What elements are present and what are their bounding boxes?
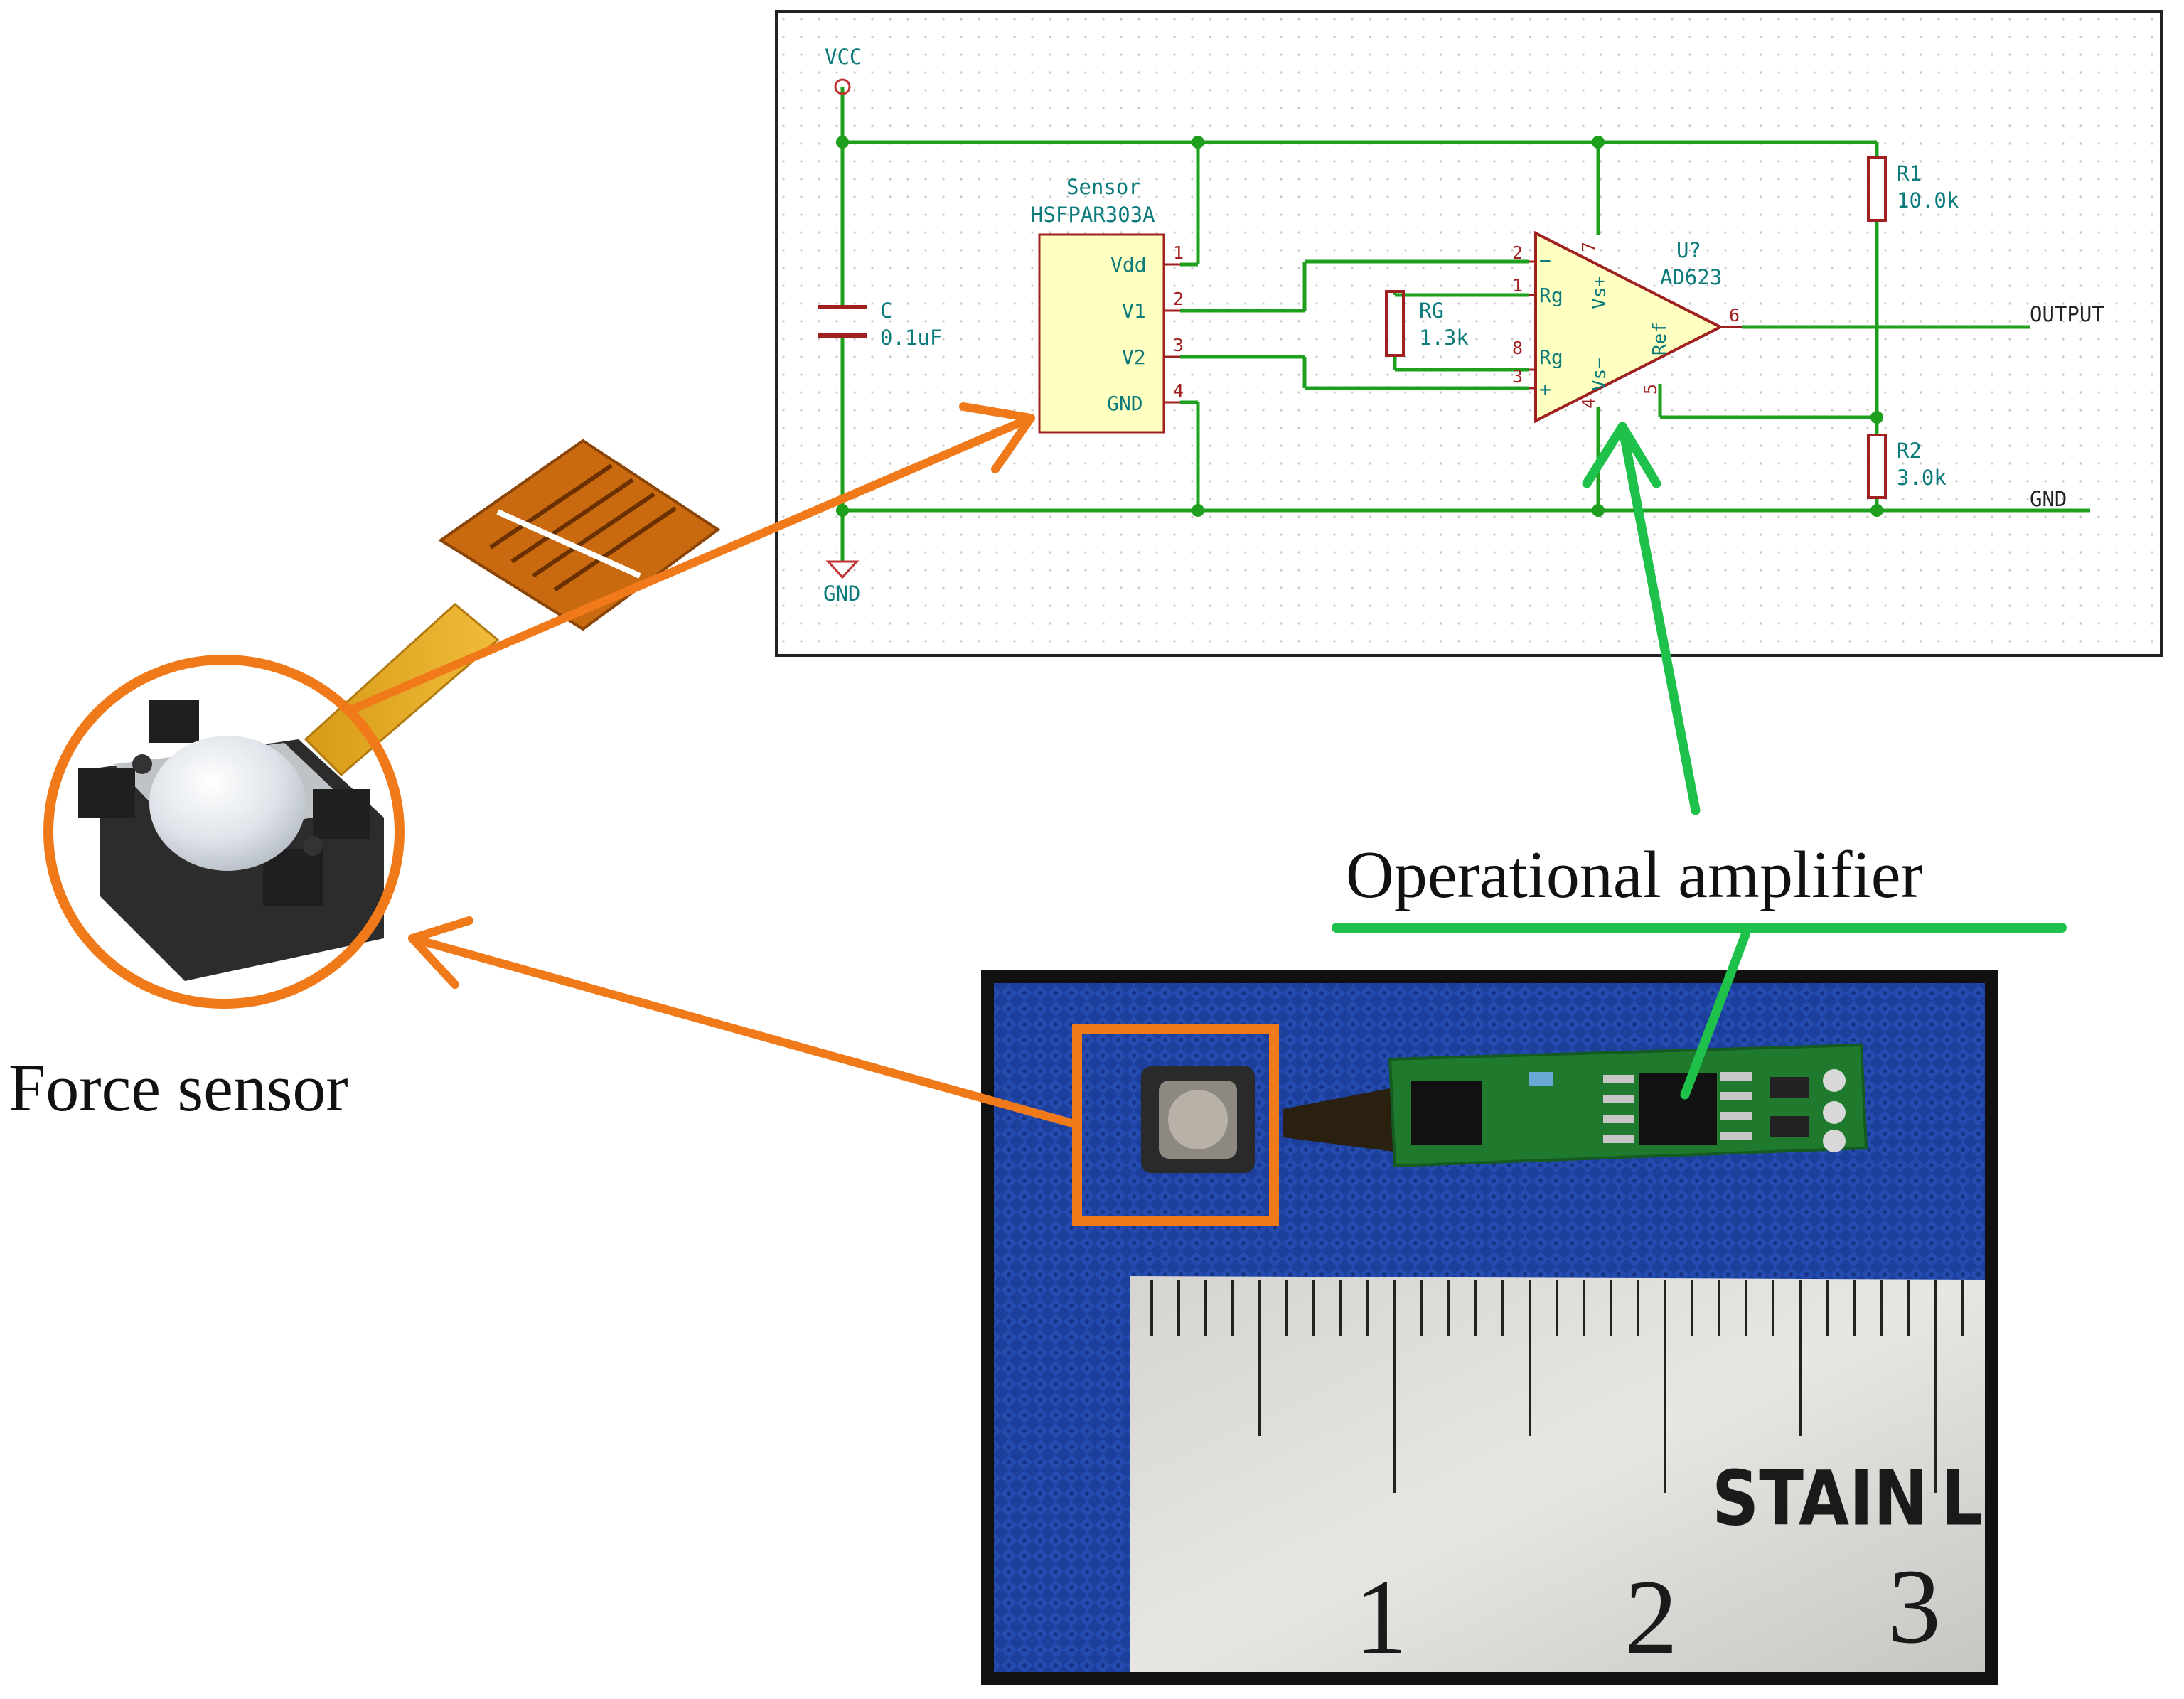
amp-pin-number: 8	[1512, 338, 1523, 358]
sensor-pin-name: V2	[1122, 345, 1146, 369]
capacitor: C 0.1uF	[818, 299, 942, 350]
amp-rg-label: Rg	[1539, 345, 1563, 369]
capacitor-ref: C	[880, 299, 892, 323]
amp-plus-label: +	[1539, 377, 1551, 401]
gnd-net-label: GND	[2030, 487, 2067, 511]
arrow-sensor-to-schematic	[344, 402, 1035, 715]
amp-ref-label: Ref	[1649, 322, 1671, 355]
sensor-body	[1038, 233, 1165, 434]
vcc-label: VCC	[825, 45, 862, 69]
prototype-board-photo: STAIN L 1 2 3	[981, 970, 1998, 1685]
ruler-number: 3	[1888, 1548, 1941, 1666]
ground-symbol	[825, 560, 860, 579]
circuit-schematic: VCC GND C 0.1uF Sensor HSFPAR303A Vdd V1…	[775, 10, 2163, 657]
ruler-number: 2	[1624, 1558, 1678, 1676]
sensor-highlight-circle	[43, 655, 405, 1009]
amp-ref: U?	[1676, 238, 1701, 262]
operational-amplifier-label: Operational amplifier	[1346, 838, 1923, 912]
resistor-r2: R2 3.0k	[1867, 434, 1947, 499]
schematic-frame	[775, 10, 2163, 657]
amp-minus-label: −	[1539, 249, 1551, 272]
rg-value: 1.3k	[1419, 326, 1469, 350]
sensor-pin-name: V1	[1122, 299, 1146, 323]
r1-ref: R1	[1897, 161, 1922, 186]
gnd-label: GND	[823, 581, 860, 606]
amp-pin-number: 5	[1640, 384, 1661, 395]
ruler-number: 1	[1354, 1558, 1408, 1676]
ruler-brand-text: STAIN	[1712, 1456, 1928, 1543]
ruler-brand-text-2: L	[1941, 1456, 1983, 1543]
sensor-pin-number: 3	[1173, 335, 1184, 355]
junction-dots	[836, 136, 1883, 517]
amp-pin-number: 7	[1578, 242, 1599, 252]
capacitor-value: 0.1uF	[880, 326, 942, 350]
amp-vsplus-label: Vs+	[1589, 276, 1610, 309]
amp-pin-number: 3	[1512, 366, 1523, 387]
amp-pin-number: 1	[1512, 275, 1523, 296]
arrow-label-to-amplifier	[1582, 422, 1701, 815]
force-sensor-photo	[78, 439, 721, 981]
resistor-r1: R1 10.0k	[1867, 156, 1959, 222]
amp-rg-label: Rg	[1539, 284, 1563, 307]
amp-pin-number: 2	[1512, 242, 1523, 263]
sensor-component: Sensor HSFPAR303A Vdd V1 V2 GND 1 2 3 4	[1031, 175, 1184, 434]
output-net-label: OUTPUT	[2030, 302, 2104, 326]
amp-part: AD623	[1660, 265, 1722, 289]
r2-value: 3.0k	[1897, 466, 1947, 490]
sensor-ref: Sensor	[1066, 175, 1141, 199]
force-sensor-label: Force sensor	[9, 1051, 348, 1125]
vcc-terminal	[834, 78, 851, 95]
r1-value: 10.0k	[1897, 188, 1959, 213]
ruler-ticks	[1150, 1280, 1964, 1493]
sensor-pin-number: 2	[1173, 289, 1184, 309]
sensor-part: HSFPAR303A	[1031, 203, 1155, 227]
instrumentation-amplifier: U? AD623 − Rg Rg + Vs+ Vs− Ref 2 1 8 3 7…	[1512, 230, 1742, 424]
sensor-pin-name: Vdd	[1110, 253, 1147, 277]
arrow-board-to-sensor	[408, 916, 1081, 1129]
schematic-wires	[840, 87, 2090, 562]
amp-pin-number: 4	[1578, 398, 1599, 409]
r2-ref: R2	[1897, 439, 1922, 463]
leader-line-to-chip	[1680, 930, 1750, 1100]
amp-pin-number: 6	[1729, 305, 1740, 326]
sensor-pin-number: 1	[1173, 242, 1184, 263]
sensor-pin-name: GND	[1107, 392, 1143, 415]
sensor-pin-number: 4	[1173, 380, 1184, 401]
rg-ref: RG	[1419, 299, 1444, 323]
resistor-rg: RG 1.3k	[1385, 290, 1469, 357]
amp-vsminus-label: Vs−	[1589, 358, 1610, 391]
